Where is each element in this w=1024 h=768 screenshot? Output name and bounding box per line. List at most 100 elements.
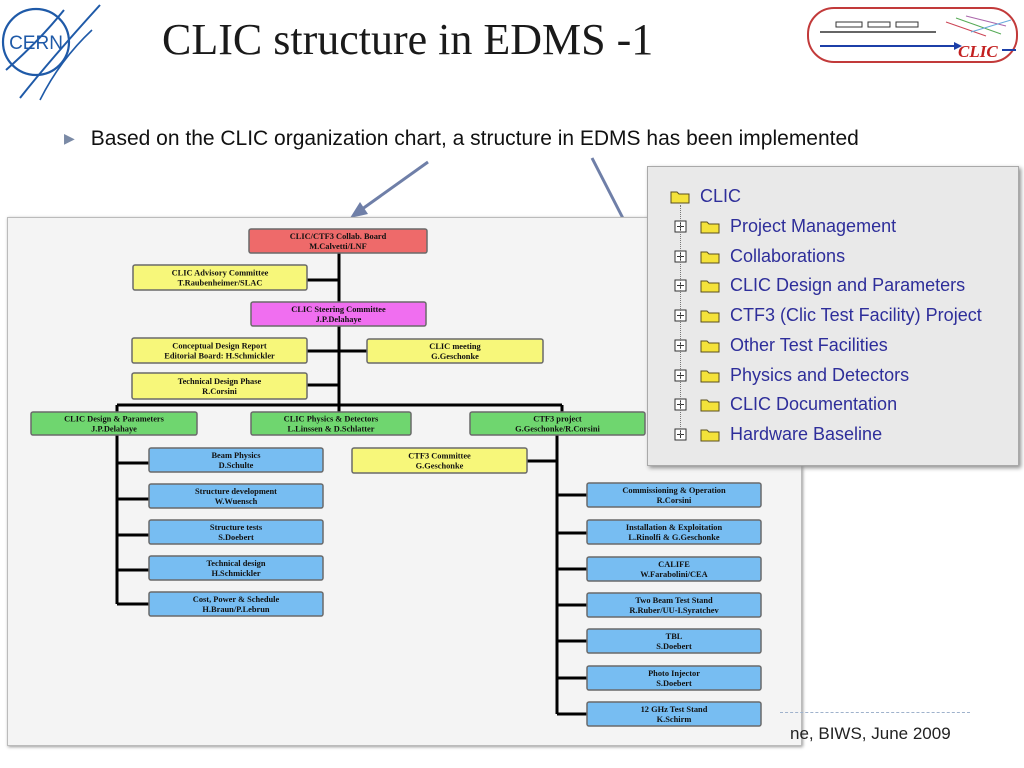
- node-cdr-title: Conceptual Design Report: [172, 342, 267, 351]
- folder-icon: [700, 221, 720, 234]
- node-design-child-owner: D.Schulte: [219, 461, 254, 470]
- node-ctf3-child-title: CALIFE: [658, 560, 690, 569]
- footer-divider: [780, 712, 970, 713]
- node-clic-meeting-owner: G.Geschonke: [431, 352, 479, 361]
- node-design-child-title: Structure tests: [210, 523, 263, 532]
- tree-item-project-management[interactable]: Project Management: [730, 216, 897, 236]
- node-ctf3-child-owner: S.Doebert: [656, 679, 692, 688]
- folder-icon: [700, 251, 720, 264]
- node-advisory-committee-title: CLIC Advisory Committee: [172, 269, 269, 278]
- node-ctf3-project-title: CTF3 project: [533, 415, 582, 424]
- node-steering-committee-title: CLIC Steering Committee: [291, 305, 386, 314]
- folder-icon: [670, 191, 690, 204]
- slide-title: CLIC structure in EDMS -1: [162, 15, 654, 64]
- node-design-child-owner: H.Braun/P.Lebrun: [202, 605, 270, 614]
- node-design-child-title: Beam Physics: [211, 451, 261, 460]
- expand-plus-icon[interactable]: [674, 220, 688, 234]
- node-ctf3-child-box: [586, 556, 762, 582]
- folder-icon: [700, 340, 720, 353]
- tree-item-physics-and-detectors[interactable]: Physics and Detectors: [730, 364, 910, 385]
- node-ctf3-child-title: 12 GHz Test Stand: [641, 705, 708, 714]
- cern-logo: CERN: [1, 4, 101, 101]
- tree-item-clic-documentation[interactable]: CLIC Documentation: [730, 394, 898, 415]
- tree-item-clic-design-and-parameters[interactable]: CLIC Design and Parameters: [730, 275, 966, 296]
- node-ctf3-child-box: [586, 628, 762, 654]
- node-physics-detectors-title: CLIC Physics & Detectors: [284, 415, 379, 424]
- node-design-parameters-box: [30, 411, 198, 436]
- node-ctf3-child-owner: K.Schirm: [657, 715, 692, 724]
- node-ctf3-child-owner: L.Rinolfi & G.Geschonke: [628, 533, 719, 542]
- folder-icon: [700, 310, 720, 323]
- node-ctf3-project-owner: G.Geschonke/R.Corsini: [515, 425, 600, 434]
- node-ctf3-child-box: [586, 592, 762, 618]
- node-steering-committee-owner: J.P.Delahaye: [316, 315, 362, 324]
- node-design-child-title: Technical design: [206, 559, 265, 568]
- node-physics-detectors-box: [250, 411, 412, 436]
- clic-logo: CLIC: [807, 7, 1018, 63]
- node-design-parameters-owner: J.P.Delahaye: [91, 425, 137, 434]
- node-technical-design-phase-owner: R.Corsini: [202, 387, 237, 396]
- node-physics-detectors-owner: L.Linssen & D.Schlatter: [287, 425, 374, 434]
- expand-plus-icon[interactable]: [674, 428, 688, 442]
- node-ctf3-child-title: Installation & Exploitation: [626, 523, 723, 532]
- tree-guide-line: [680, 205, 681, 435]
- node-cdr-owner: Editorial Board: H.Schmickler: [164, 352, 275, 361]
- node-advisory-committee: CLIC Advisory CommitteeT.Raubenheimer/SL…: [132, 264, 308, 291]
- folder-icon: [700, 429, 720, 442]
- node-ctf3-child-owner: R.Ruber/UU-I.Syratchev: [629, 606, 719, 615]
- node-clic-meeting-box: [366, 338, 544, 364]
- node-design-child-box: [148, 519, 324, 545]
- tree-item-hardware-baseline[interactable]: Hardware Baseline: [730, 423, 883, 444]
- node-ctf3-child-owner: R.Corsini: [657, 496, 692, 505]
- tree-item-other-test-facilities[interactable]: Other Test Facilities: [730, 334, 888, 355]
- node-ctf3-child-title: Two Beam Test Stand: [635, 596, 713, 605]
- node-ctf3-project-box: [469, 411, 646, 436]
- node-ctf3-committee-title: CTF3 Committee: [408, 452, 471, 461]
- node-design-parameters-title: CLIC Design & Parameters: [64, 415, 165, 424]
- node-advisory-committee-box: [132, 264, 308, 291]
- node-design-child-owner: S.Doebert: [218, 533, 254, 542]
- expand-plus-icon[interactable]: [674, 369, 688, 383]
- tree-item-collaborations[interactable]: Collaborations: [730, 245, 846, 266]
- tree-item-ctf3-clic-test-facility-project[interactable]: CTF3 (Clic Test Facility) Project: [730, 305, 982, 326]
- expand-plus-icon[interactable]: [674, 398, 688, 412]
- node-design-child-box: [148, 483, 324, 509]
- node-ctf3-child-title: TBL: [666, 632, 683, 641]
- expand-plus-icon[interactable]: [674, 309, 688, 323]
- tree-item-root[interactable]: CLIC: [700, 186, 742, 206]
- node-clic-meeting-title: CLIC meeting: [429, 342, 481, 351]
- node-ctf3-committee-box: [351, 447, 528, 474]
- node-advisory-committee-owner: T.Raubenheimer/SLAC: [178, 279, 263, 288]
- expand-plus-icon[interactable]: [674, 250, 688, 264]
- clic-logo-text: CLIC: [958, 42, 998, 61]
- expand-plus-icon[interactable]: [674, 339, 688, 353]
- node-design-child-box: [148, 555, 324, 581]
- node-ctf3-child-title: Photo Injector: [648, 669, 700, 678]
- node-ctf3-committee-owner: G.Geschonke: [416, 462, 464, 471]
- node-technical-design-phase-box: [131, 372, 308, 400]
- bullet-arrow-icon: ▶: [64, 130, 75, 146]
- node-design-child-owner: H.Schmickler: [211, 569, 260, 578]
- node-ctf3-child-owner: W.Farabolini/CEA: [640, 570, 707, 579]
- node-technical-design-phase-title: Technical Design Phase: [178, 377, 262, 386]
- node-design-child-title: Cost, Power & Schedule: [193, 595, 280, 604]
- node-ctf3-child-owner: S.Doebert: [656, 642, 692, 651]
- node-ctf3-child: Two Beam Test StandR.Ruber/UU-I.Syratche…: [586, 592, 762, 618]
- expand-plus-icon[interactable]: [674, 279, 688, 293]
- node-cdr-box: [131, 337, 308, 364]
